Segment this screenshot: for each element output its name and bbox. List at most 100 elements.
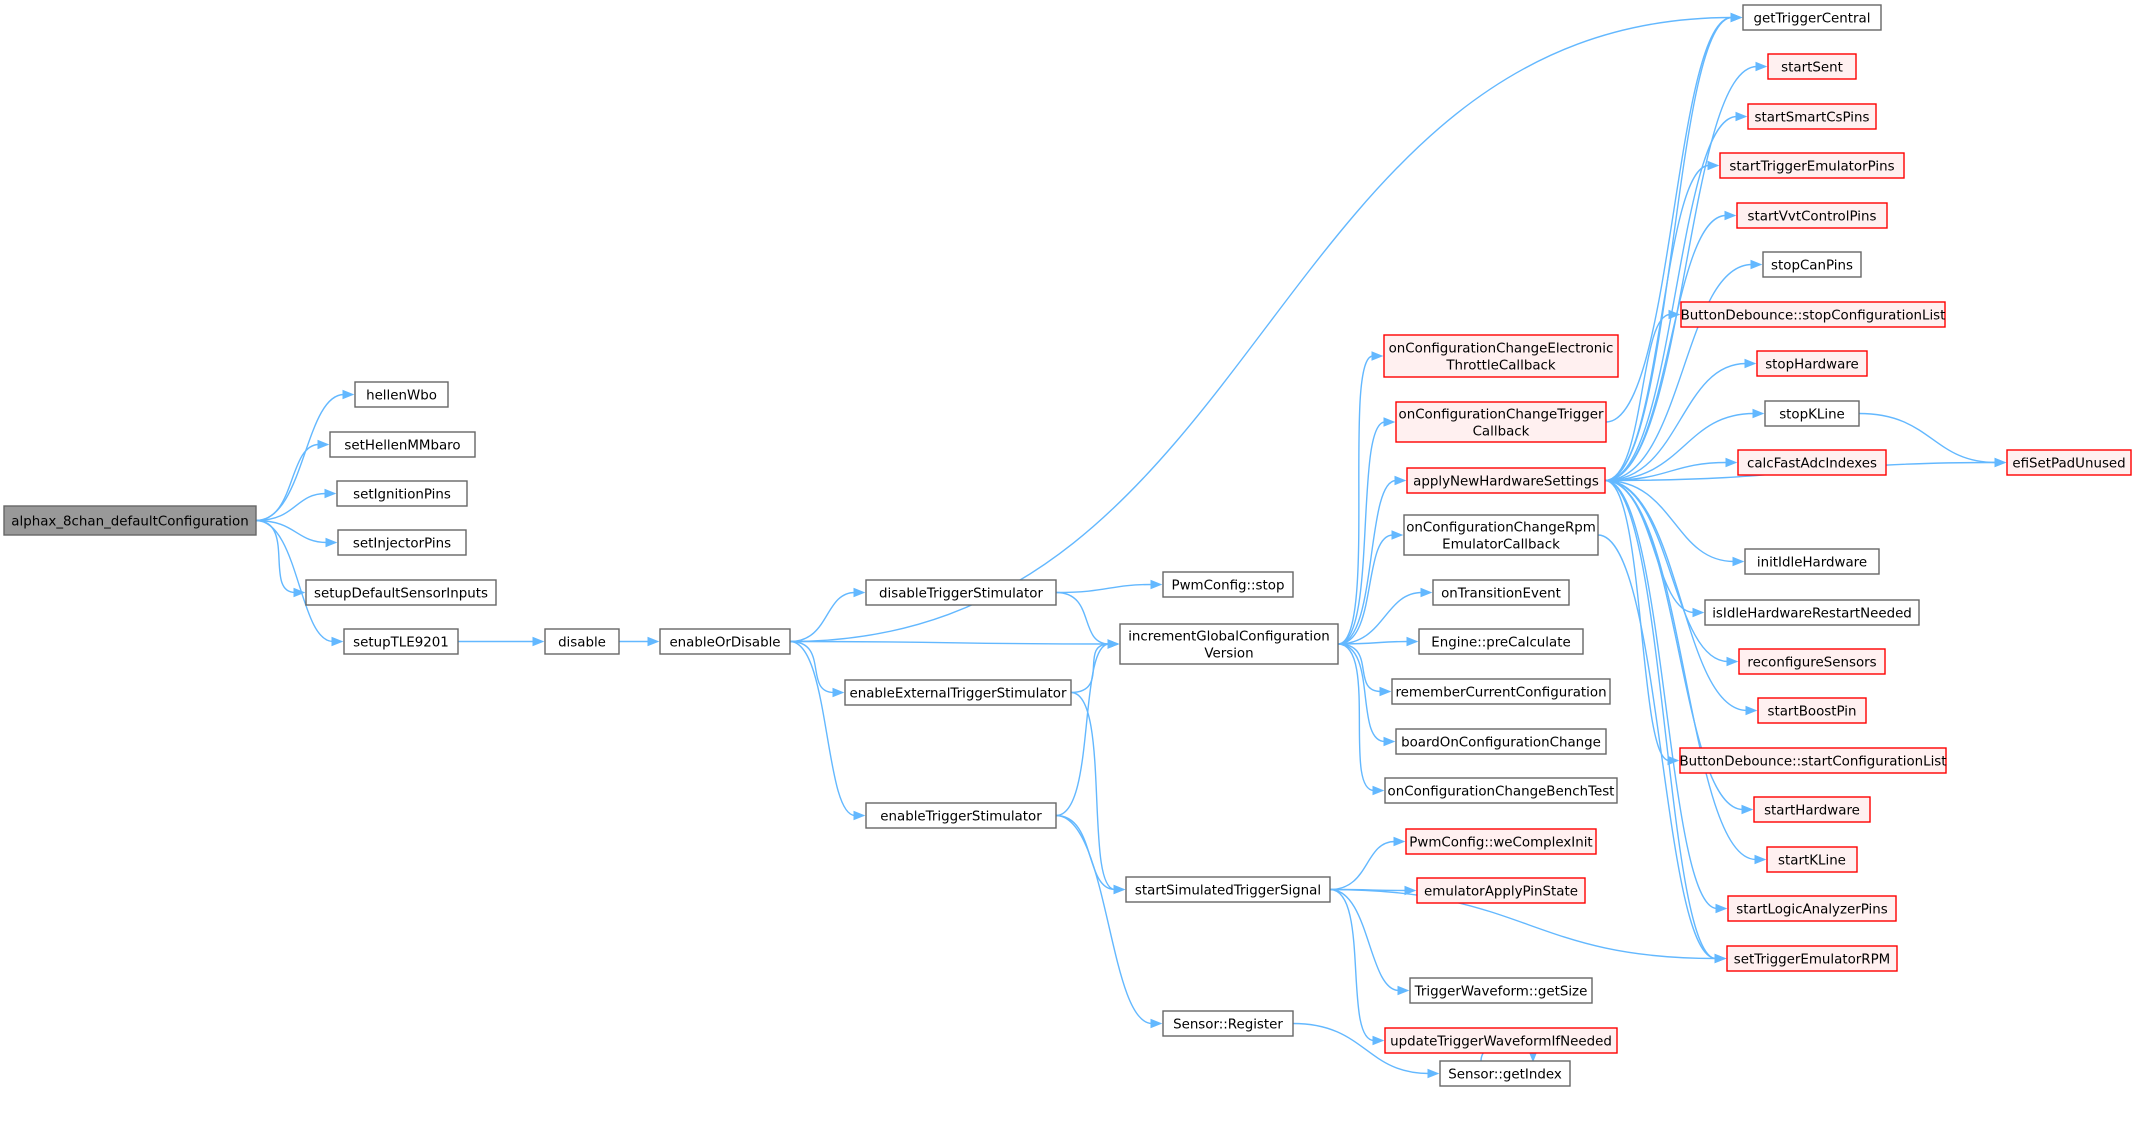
node-disable[interactable]: disable (544, 628, 620, 655)
edge-disable-trigger-stimulator-to-pwm-config-stop (1055, 579, 1163, 594)
node-set-trigger-emulator-rpm[interactable]: setTriggerEmulatorRPM (1726, 945, 1898, 972)
node-start-vvt-control-pins[interactable]: startVvtControlPins (1736, 202, 1888, 229)
node-start-hardware[interactable]: startHardware (1753, 796, 1871, 823)
edge-arrowhead (1668, 309, 1681, 320)
edge-arrowhead (1371, 351, 1384, 361)
node-setup-tle9201[interactable]: setupTLE9201 (343, 628, 459, 655)
node-efi-set-pad-unused[interactable]: efiSetPadUnused (2006, 449, 2132, 476)
edge-apply-new-hardware-settings-to-stop-hardware (1604, 358, 1757, 482)
edge-arrowhead (1725, 457, 1738, 468)
node-box (1125, 876, 1331, 903)
node-label: startTriggerEmulatorPins (1729, 160, 1894, 175)
call-graph-nodes: alphax_8chan_defaultConfigurationhellenW… (3, 4, 2132, 1087)
node-sensor-register[interactable]: Sensor::Register (1162, 1010, 1294, 1037)
edge-sensor-register-to-sensor-get-index (1292, 1022, 1440, 1079)
node-start-boost-pin[interactable]: startBoostPin (1757, 697, 1867, 724)
node-label: enableExternalTriggerStimulator (849, 687, 1066, 702)
node-get-trigger-central[interactable]: getTriggerCentral (1742, 4, 1882, 31)
node-hellen-wbo[interactable]: hellenWbo (354, 381, 449, 408)
node-engine-pre-calculate[interactable]: Engine::preCalculate (1418, 628, 1584, 655)
edge-apply-new-hardware-settings-to-start-trigger-emulator-pins (1604, 160, 1720, 482)
node-box (305, 579, 497, 606)
node-on-transition-event[interactable]: onTransitionEvent (1432, 579, 1570, 606)
node-enable-or-disable[interactable]: enableOrDisable (659, 628, 791, 655)
node-setup-default-sensor-inputs[interactable]: setupDefaultSensorInputs (305, 579, 497, 606)
edge-on-configuration-change-trigger-callback-to-get-trigger-central (1605, 12, 1743, 423)
node-box (343, 628, 459, 655)
edge-arrowhead (1754, 854, 1767, 865)
node-remember-current-configuration[interactable]: rememberCurrentConfiguration (1391, 678, 1611, 705)
node-enable-external-trigger-stimulator[interactable]: enableExternalTriggerStimulator (844, 679, 1072, 706)
node-pwm-config-stop[interactable]: PwmConfig::stop (1162, 571, 1294, 598)
node-start-smart-cs-pins[interactable]: startSmartCsPins (1747, 103, 1877, 130)
node-start-sent[interactable]: startSent (1767, 53, 1857, 80)
node-box (1384, 1027, 1618, 1054)
node-label: Version (1204, 647, 1253, 662)
node-stop-can-pins[interactable]: stopCanPins (1762, 251, 1862, 278)
node-label: setHellenMMbaro (344, 439, 460, 454)
node-box (1764, 400, 1860, 427)
node-update-trigger-waveform-if-needed[interactable]: updateTriggerWaveformIfNeeded (1384, 1027, 1618, 1054)
node-box (1766, 846, 1858, 873)
node-start-trigger-emulator-pins[interactable]: startTriggerEmulatorPins (1719, 152, 1905, 179)
node-set-ignition-pins[interactable]: setIgnitionPins (336, 480, 468, 507)
node-label: onConfigurationChangeBenchTest (1388, 785, 1615, 800)
node-box (865, 579, 1057, 606)
edge-arrowhead (853, 810, 866, 821)
edge-arrowhead (1724, 210, 1737, 221)
edge-start-simulated-trigger-signal-to-pwm-config-we-complex-init (1329, 836, 1406, 891)
node-start-simulated-trigger-signal[interactable]: startSimulatedTriggerSignal (1125, 876, 1331, 903)
node-stop-hardware[interactable]: stopHardware (1756, 350, 1868, 377)
node-box (1418, 628, 1584, 655)
node-trigger-waveform-get-size[interactable]: TriggerWaveform::getSize (1409, 977, 1593, 1004)
node-box (1162, 571, 1294, 598)
edge-arrowhead (1107, 639, 1120, 649)
edge-arrowhead (1755, 61, 1768, 72)
edge-arrowhead (853, 587, 866, 598)
edge-arrowhead (1406, 636, 1419, 647)
node-is-idle-hardware-restart-needed[interactable]: isIdleHardwareRestartNeeded (1704, 599, 1920, 626)
edge-increment-global-configuration-version-to-on-transition-event (1337, 587, 1433, 645)
node-button-debounce-start[interactable]: ButtonDebounce::startConfigurationList (1679, 747, 1947, 774)
node-label: reconfigureSensors (1747, 656, 1876, 671)
node-apply-new-hardware-settings[interactable]: applyNewHardwareSettings (1406, 467, 1606, 494)
node-label: ButtonDebounce::stopConfigurationList (1681, 309, 1946, 324)
node-label: TriggerWaveform::getSize (1414, 985, 1588, 1000)
node-init-idle-hardware[interactable]: initIdleHardware (1744, 548, 1880, 575)
node-start-logic-analyzer-pins[interactable]: startLogicAnalyzerPins (1727, 895, 1897, 922)
edge-arrowhead (342, 389, 355, 400)
edge-arrowhead (1994, 457, 2007, 468)
node-box (1403, 514, 1599, 556)
node-enable-trigger-stimulator[interactable]: enableTriggerStimulator (865, 802, 1057, 829)
node-set-injector-pins[interactable]: setInjectorPins (337, 529, 467, 556)
node-pwm-config-we-complex-init[interactable]: PwmConfig::weComplexInit (1405, 828, 1597, 855)
node-button-debounce-stop[interactable]: ButtonDebounce::stopConfigurationList (1680, 301, 1946, 328)
node-box (1756, 350, 1868, 377)
node-box (1736, 202, 1888, 229)
edge-arrowhead (1397, 985, 1410, 996)
edge-stop-kline-to-efi-set-pad-unused (1858, 412, 2007, 468)
node-on-configuration-change-bench-test[interactable]: onConfigurationChangeBenchTest (1384, 777, 1618, 804)
edge-increment-global-configuration-version-to-on-configuration-change-trigger-callback (1337, 417, 1396, 645)
edge-arrowhead (1715, 903, 1728, 914)
node-emulator-apply-pin-state[interactable]: emulatorApplyPinState (1416, 877, 1586, 904)
node-stop-kline[interactable]: stopKLine (1764, 400, 1860, 427)
node-label: setIgnitionPins (353, 488, 451, 503)
node-start-kline[interactable]: startKLine (1766, 846, 1858, 873)
node-on-configuration-change-electronic-throttle-callback[interactable]: onConfigurationChangeElectronicThrottleC… (1383, 334, 1619, 378)
node-set-hellen-mmbaro[interactable]: setHellenMMbaro (329, 431, 476, 458)
node-calc-fast-adc-indexes[interactable]: calcFastAdcIndexes (1737, 449, 1887, 476)
node-reconfigure-sensors[interactable]: reconfigureSensors (1738, 648, 1886, 675)
edge-apply-new-hardware-settings-to-button-debounce-start (1604, 479, 1680, 766)
node-label: startKLine (1778, 854, 1846, 869)
node-sensor-get-index[interactable]: Sensor::getIndex (1439, 1060, 1571, 1087)
node-disable-trigger-stimulator[interactable]: disableTriggerStimulator (865, 579, 1057, 606)
edge-arrowhead (1744, 358, 1757, 369)
edge-apply-new-hardware-settings-to-start-sent (1604, 61, 1768, 482)
edge-disable-trigger-stimulator-to-increment-global-configuration-version (1055, 591, 1120, 649)
edge-enable-or-disable-to-disable-trigger-stimulator (789, 587, 866, 643)
node-board-on-configuration-change[interactable]: boardOnConfigurationChange (1395, 728, 1607, 755)
